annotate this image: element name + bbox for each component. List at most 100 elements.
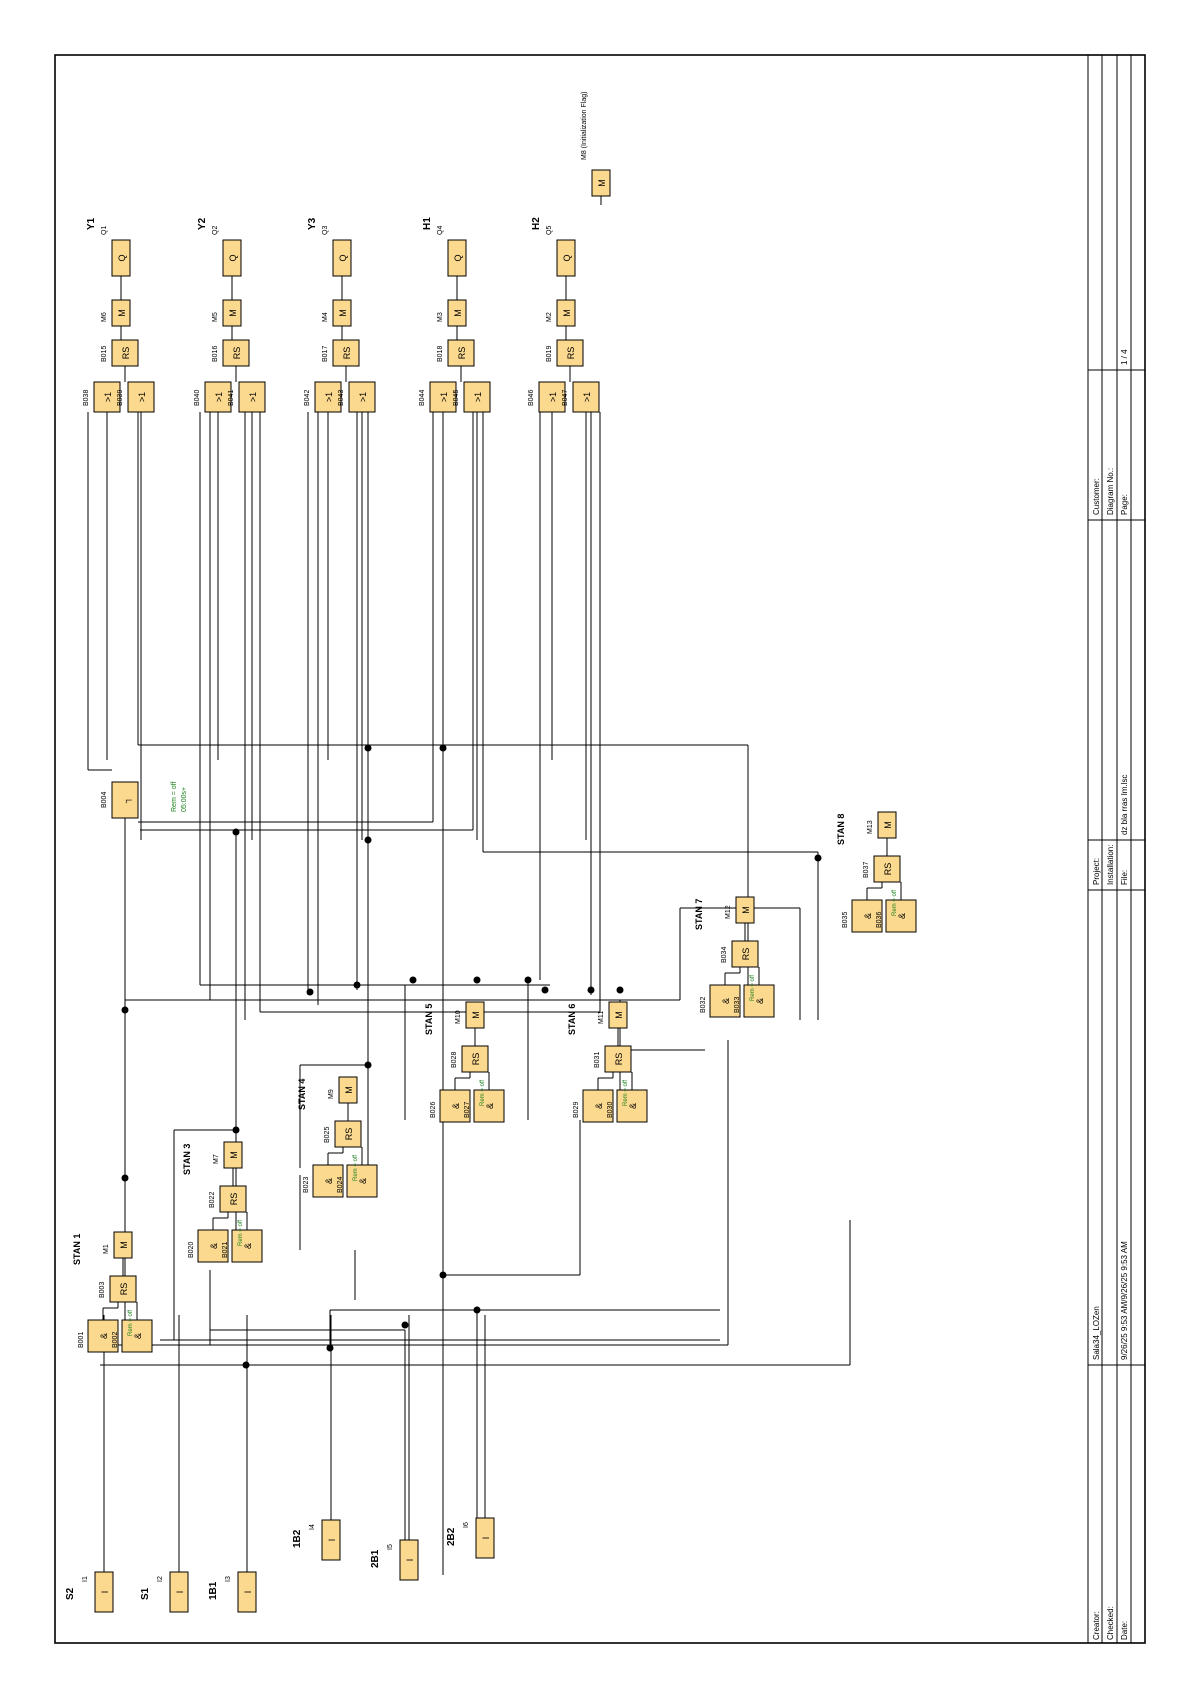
or-group-marker-2[interactable]: M bbox=[332, 299, 352, 327]
output-y2[interactable]: Q bbox=[222, 239, 242, 277]
stan-8-rs-label: B037 bbox=[863, 862, 870, 878]
input-addr-2b2: I6 bbox=[463, 1522, 470, 1528]
or-group-rs-4-body bbox=[556, 339, 584, 367]
or-block-b-4[interactable]: >1 bbox=[572, 381, 600, 413]
wire-junction bbox=[232, 828, 240, 836]
input-s2[interactable]: I bbox=[94, 1571, 114, 1613]
or-block-a-1[interactable]: >1 bbox=[204, 381, 232, 413]
or-group-rs-2[interactable]: RS bbox=[332, 339, 360, 367]
stan-6-and2[interactable]: & bbox=[616, 1089, 648, 1123]
input-s1-body bbox=[169, 1571, 189, 1613]
stan-5-marker-body bbox=[465, 1001, 485, 1029]
input-s2-body bbox=[94, 1571, 114, 1613]
stan-5-rs[interactable]: RS bbox=[461, 1045, 489, 1073]
or-group-rs-3-symbol: RS bbox=[457, 347, 467, 360]
stan-5-and-symbol: & bbox=[451, 1103, 461, 1109]
or-group-rs-4[interactable]: RS bbox=[556, 339, 584, 367]
or-block-b-3-symbol: >1 bbox=[473, 392, 483, 402]
stan-3-rs-body bbox=[219, 1185, 247, 1213]
stan-4-and2[interactable]: & bbox=[346, 1164, 378, 1198]
or-block-a-3[interactable]: >1 bbox=[429, 381, 457, 413]
initialization-flag[interactable]: M bbox=[591, 169, 611, 197]
stan-3-rs[interactable]: RS bbox=[219, 1185, 247, 1213]
output-y3[interactable]: Q bbox=[332, 239, 352, 277]
stan-4-rs[interactable]: RS bbox=[334, 1120, 362, 1148]
stan-6-marker[interactable]: M bbox=[608, 1001, 628, 1029]
or-group-rs-4-symbol: RS bbox=[566, 347, 576, 360]
stan-3-and[interactable]: & bbox=[197, 1229, 229, 1263]
stan-1-label: STAN 1 bbox=[72, 1234, 82, 1265]
or-block-b-0-body bbox=[127, 381, 155, 413]
or-group-rs-label-4: B019 bbox=[546, 346, 553, 362]
timer-block[interactable]: ┐ bbox=[111, 781, 139, 819]
or-block-a-4-symbol: >1 bbox=[548, 392, 558, 402]
output-y1[interactable]: Q bbox=[111, 239, 131, 277]
stan-6-rs-symbol: RS bbox=[614, 1053, 624, 1066]
input-s1[interactable]: I bbox=[169, 1571, 189, 1613]
or-group-rs-0-symbol: RS bbox=[121, 347, 131, 360]
stan-5-marker[interactable]: M bbox=[465, 1001, 485, 1029]
stan-8-rs[interactable]: RS bbox=[873, 855, 901, 883]
stan-1-and2[interactable]: & bbox=[121, 1319, 153, 1353]
stan-8-and2[interactable]: & bbox=[885, 899, 917, 933]
stan-8-marker[interactable]: M bbox=[877, 811, 897, 839]
or-group-rs-1[interactable]: RS bbox=[222, 339, 250, 367]
stan-7-rem-off: Rem = off bbox=[750, 975, 756, 1001]
or-block-a-4[interactable]: >1 bbox=[538, 381, 566, 413]
stan-1-rs[interactable]: RS bbox=[109, 1275, 137, 1303]
input-2b1[interactable]: I bbox=[399, 1539, 419, 1581]
wire-junction bbox=[401, 1321, 409, 1329]
stan-5-and[interactable]: & bbox=[439, 1089, 471, 1123]
input-2b2[interactable]: I bbox=[475, 1517, 495, 1559]
stan-4-marker[interactable]: M bbox=[338, 1076, 358, 1104]
stan-5-and2[interactable]: & bbox=[473, 1089, 505, 1123]
stan-8-and[interactable]: & bbox=[851, 899, 883, 933]
output-addr-y1: Q1 bbox=[101, 226, 108, 235]
or-group-rs-0[interactable]: RS bbox=[111, 339, 139, 367]
stan-6-rs[interactable]: RS bbox=[604, 1045, 632, 1073]
output-h1[interactable]: Q bbox=[447, 239, 467, 277]
wiring bbox=[87, 196, 902, 1575]
or-group-rs-1-body bbox=[222, 339, 250, 367]
stan-1-rs-symbol: RS bbox=[119, 1283, 129, 1296]
input-name-2b2: 2B2 bbox=[446, 1527, 457, 1546]
input-1b1[interactable]: I bbox=[237, 1571, 257, 1613]
stan-7-and2[interactable]: & bbox=[743, 984, 775, 1018]
or-block-a-2[interactable]: >1 bbox=[314, 381, 342, 413]
stan-3-marker[interactable]: M bbox=[223, 1141, 243, 1169]
stan-4-and[interactable]: & bbox=[312, 1164, 344, 1198]
stan-1-marker[interactable]: M bbox=[113, 1231, 133, 1259]
or-block-b-1[interactable]: >1 bbox=[238, 381, 266, 413]
stan-1-and[interactable]: & bbox=[87, 1319, 119, 1353]
tb-date-value: 9/26/25 9:53 AM/9/26/25 9:53 AM bbox=[1120, 1241, 1129, 1360]
or-block-b-2[interactable]: >1 bbox=[348, 381, 376, 413]
stan-5-rem-off: Rem = off bbox=[480, 1080, 486, 1106]
output-h2-symbol: Q bbox=[562, 254, 572, 261]
stan-3-and2[interactable]: & bbox=[231, 1229, 263, 1263]
or-block-b-2-symbol: >1 bbox=[358, 392, 368, 402]
or-group-marker-0[interactable]: M bbox=[111, 299, 131, 327]
stan-7-rs[interactable]: RS bbox=[731, 940, 759, 968]
input-addr-2b1: I5 bbox=[387, 1544, 394, 1550]
stan-3-marker-label: M7 bbox=[213, 1154, 220, 1164]
stan-7-and[interactable]: & bbox=[709, 984, 741, 1018]
or-group-marker-label-0: M6 bbox=[101, 312, 108, 322]
wire-junction bbox=[232, 1126, 240, 1134]
output-h2[interactable]: Q bbox=[556, 239, 576, 277]
or-group-marker-3[interactable]: M bbox=[447, 299, 467, 327]
or-group-marker-4[interactable]: M bbox=[556, 299, 576, 327]
or-block-b-0[interactable]: >1 bbox=[127, 381, 155, 413]
stan-6-and2-label: B030 bbox=[607, 1102, 614, 1118]
or-group-marker-1-body bbox=[222, 299, 242, 327]
or-block-a-0[interactable]: >1 bbox=[93, 381, 121, 413]
stan-6-and[interactable]: & bbox=[582, 1089, 614, 1123]
output-y1-symbol: Q bbox=[117, 254, 127, 261]
stan-7-and-symbol: & bbox=[721, 998, 731, 1004]
or-block-a-1-body bbox=[204, 381, 232, 413]
or-group-marker-1[interactable]: M bbox=[222, 299, 242, 327]
or-group-rs-0-body bbox=[111, 339, 139, 367]
or-group-rs-3[interactable]: RS bbox=[447, 339, 475, 367]
or-block-b-3[interactable]: >1 bbox=[463, 381, 491, 413]
input-1b2[interactable]: I bbox=[321, 1519, 341, 1561]
stan-7-marker[interactable]: M bbox=[735, 896, 755, 924]
